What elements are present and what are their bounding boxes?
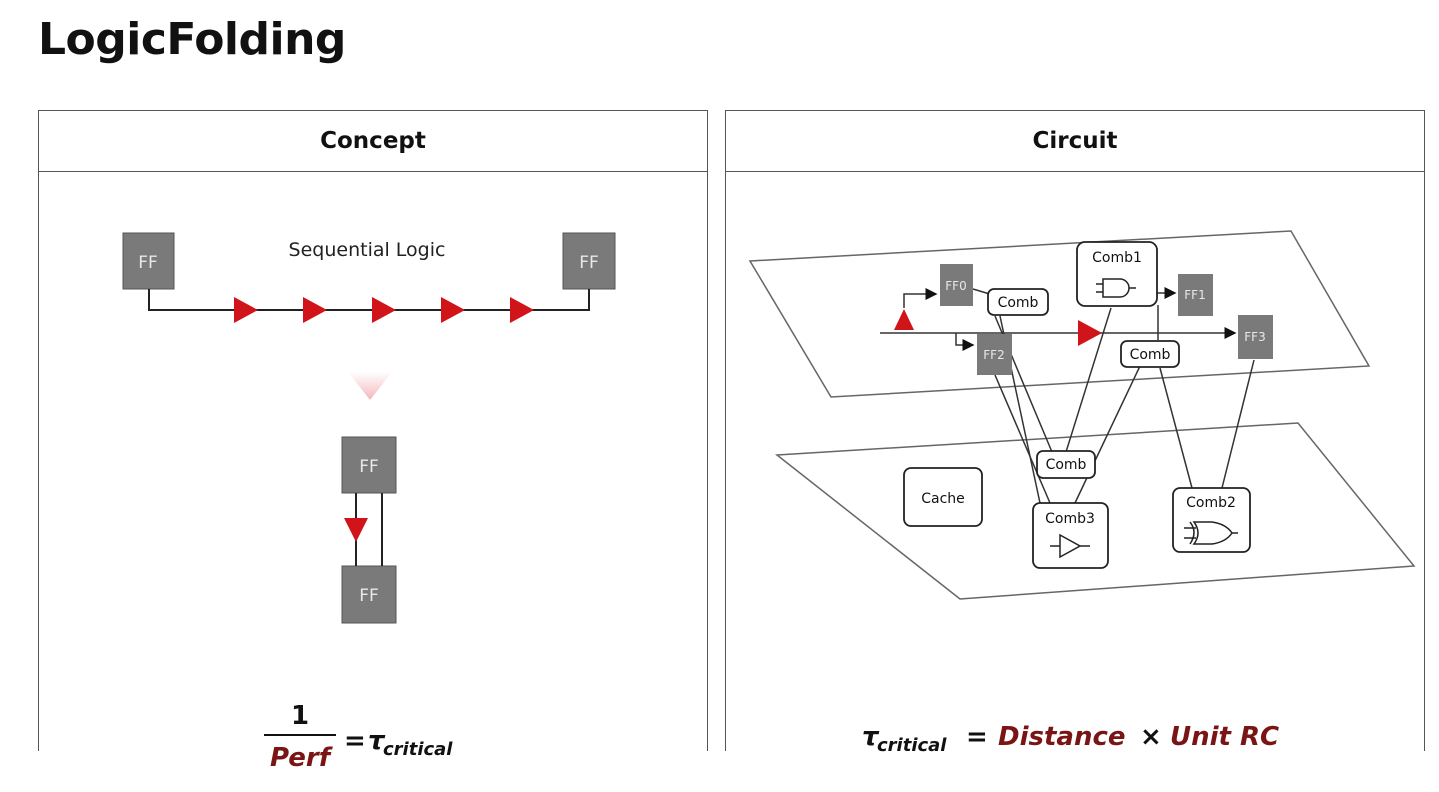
ff0 [940, 264, 973, 306]
path-arrow-4 [441, 297, 465, 323]
formula-numerator: 1 [291, 701, 309, 731]
path-arrow-down [344, 518, 368, 542]
circuit-formula-distance: Distance [998, 722, 1126, 752]
comb2-label: Comb2 [1186, 495, 1236, 511]
circuit-header: Circuit [726, 111, 1424, 172]
ff1 [1178, 274, 1213, 316]
formula-tau: τ [368, 726, 386, 756]
comb-top-a-label: Comb [998, 295, 1039, 311]
formula-equals: = [344, 726, 366, 756]
sequential-logic-label: Sequential Logic [289, 239, 446, 261]
ff-top [341, 436, 397, 494]
formula-denominator: Perf [270, 743, 334, 773]
ff1-label: FF1 [1184, 288, 1205, 302]
ff2 [977, 334, 1012, 375]
and-gate-icon [1096, 278, 1136, 298]
concept-formula: 1 Perf = τ critical [264, 701, 453, 773]
comb1 [1076, 241, 1158, 307]
concept-panel: Concept [38, 110, 708, 751]
folded-logic-diagram: FF FF [341, 436, 397, 624]
comb1-label: Comb1 [1092, 250, 1142, 266]
comb3-label: Comb3 [1045, 511, 1095, 527]
comb-top-b-label: Comb [1130, 347, 1171, 363]
circuit-formula-equals: = [966, 722, 988, 752]
slide-title: LogicFolding [38, 14, 346, 65]
circuit-formula-subscript: critical [877, 735, 947, 756]
inter-layer-wires [994, 307, 1255, 504]
concept-header: Concept [39, 111, 707, 172]
ff0-label: FF0 [945, 279, 966, 293]
ff2-label: FF2 [983, 348, 1004, 362]
comb-top-b [1120, 340, 1180, 368]
path-arrow-3 [372, 297, 396, 323]
top-layer-arrow-icon [1078, 320, 1102, 346]
comb2 [1172, 487, 1251, 553]
path-arrow-5 [510, 297, 534, 323]
comb-bottom [1036, 450, 1096, 479]
formula-tau-subscript: critical [383, 739, 453, 760]
circuit-panel: Circuit [725, 110, 1425, 751]
ff-left-label: FF [138, 253, 158, 273]
circuit-formula-times: × [1140, 722, 1162, 752]
ff-right-label: FF [579, 253, 599, 273]
ff3-label: FF3 [1244, 330, 1265, 344]
bottom-layer-plane [774, 422, 1416, 600]
path-arrow-1 [234, 297, 258, 323]
ff3 [1238, 315, 1273, 359]
sequential-wire [148, 289, 590, 311]
ff-bottom-label: FF [359, 586, 379, 606]
cache-block [903, 467, 983, 527]
top-layer-plane [748, 230, 1371, 398]
ff-top-label: FF [359, 457, 379, 477]
cache-label: Cache [921, 491, 965, 507]
ff-bottom [341, 565, 397, 624]
sequential-logic-diagram: FF FF Sequential Logic [122, 232, 616, 323]
comb-top-a [987, 288, 1049, 316]
comb3 [1032, 502, 1109, 569]
path-arrow-2 [303, 297, 327, 323]
fold-chevron-icon [348, 372, 392, 400]
circuit-formula: τ critical = Distance × Unit RC [862, 722, 1279, 756]
buffer-gate-icon [1050, 533, 1090, 559]
circuit-formula-unit-rc: Unit RC [1170, 722, 1279, 752]
circuit-formula-tau: τ [862, 722, 880, 752]
comb-bottom-label: Comb [1046, 457, 1087, 473]
ff-left [122, 232, 175, 290]
top-layer-up-arrow-icon [894, 309, 914, 330]
xor-gate-icon [1184, 521, 1238, 545]
